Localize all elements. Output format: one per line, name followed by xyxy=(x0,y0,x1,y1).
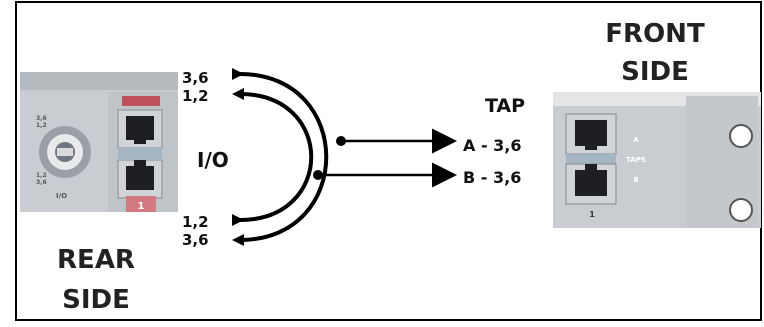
front-side-line2: SIDE xyxy=(621,57,689,87)
bottom-pair-b-label: 3,6 xyxy=(182,231,209,249)
rear-panel-image: 1 3,6 1,2 1,2 3,6 I/O xyxy=(20,72,178,212)
rear-small-bottom: 1,2 xyxy=(36,172,47,179)
rj45-port-icon xyxy=(565,113,617,155)
rj45-port-icon xyxy=(117,109,163,149)
rear-small-bottom2: 3,6 xyxy=(36,179,47,186)
rear-small-top2: 1,2 xyxy=(36,122,47,129)
output-b-label: B - 3,6 xyxy=(463,168,521,187)
wiring xyxy=(239,72,329,242)
front-label-b: B xyxy=(633,176,638,184)
front-port-number: 1 xyxy=(589,210,595,219)
bottom-pair-a-label: 1,2 xyxy=(182,213,209,231)
front-label-a: A xyxy=(633,136,639,144)
top-pair-a-label: 3,6 xyxy=(182,69,209,87)
front-label-taps: TAPS xyxy=(626,156,646,164)
inner-wire-arc xyxy=(239,92,314,222)
rj45-port-icon xyxy=(565,163,617,205)
bnc-connector-icon xyxy=(39,126,91,178)
rear-side-line1: REAR xyxy=(57,245,135,275)
tap-label: TAP xyxy=(485,95,525,117)
wire-arrowheads xyxy=(232,68,244,246)
rear-side-line2: SIDE xyxy=(62,285,130,315)
front-panel-image: A TAPS B 1 xyxy=(553,92,761,228)
rear-small-top: 3,6 xyxy=(36,115,47,122)
top-pair-b-label: 1,2 xyxy=(182,87,209,105)
output-a-label: A - 3,6 xyxy=(463,136,522,155)
rack-mount-hole-icon xyxy=(729,124,753,148)
rear-port-number: 1 xyxy=(138,201,145,212)
outer-wire-arc xyxy=(239,72,329,242)
rack-mount-hole-icon xyxy=(729,198,753,222)
rear-io-small: I/O xyxy=(56,192,67,200)
rj45-port-icon xyxy=(117,159,163,199)
io-label: I/O xyxy=(197,148,229,172)
front-side-line1: FRONT xyxy=(605,19,705,49)
